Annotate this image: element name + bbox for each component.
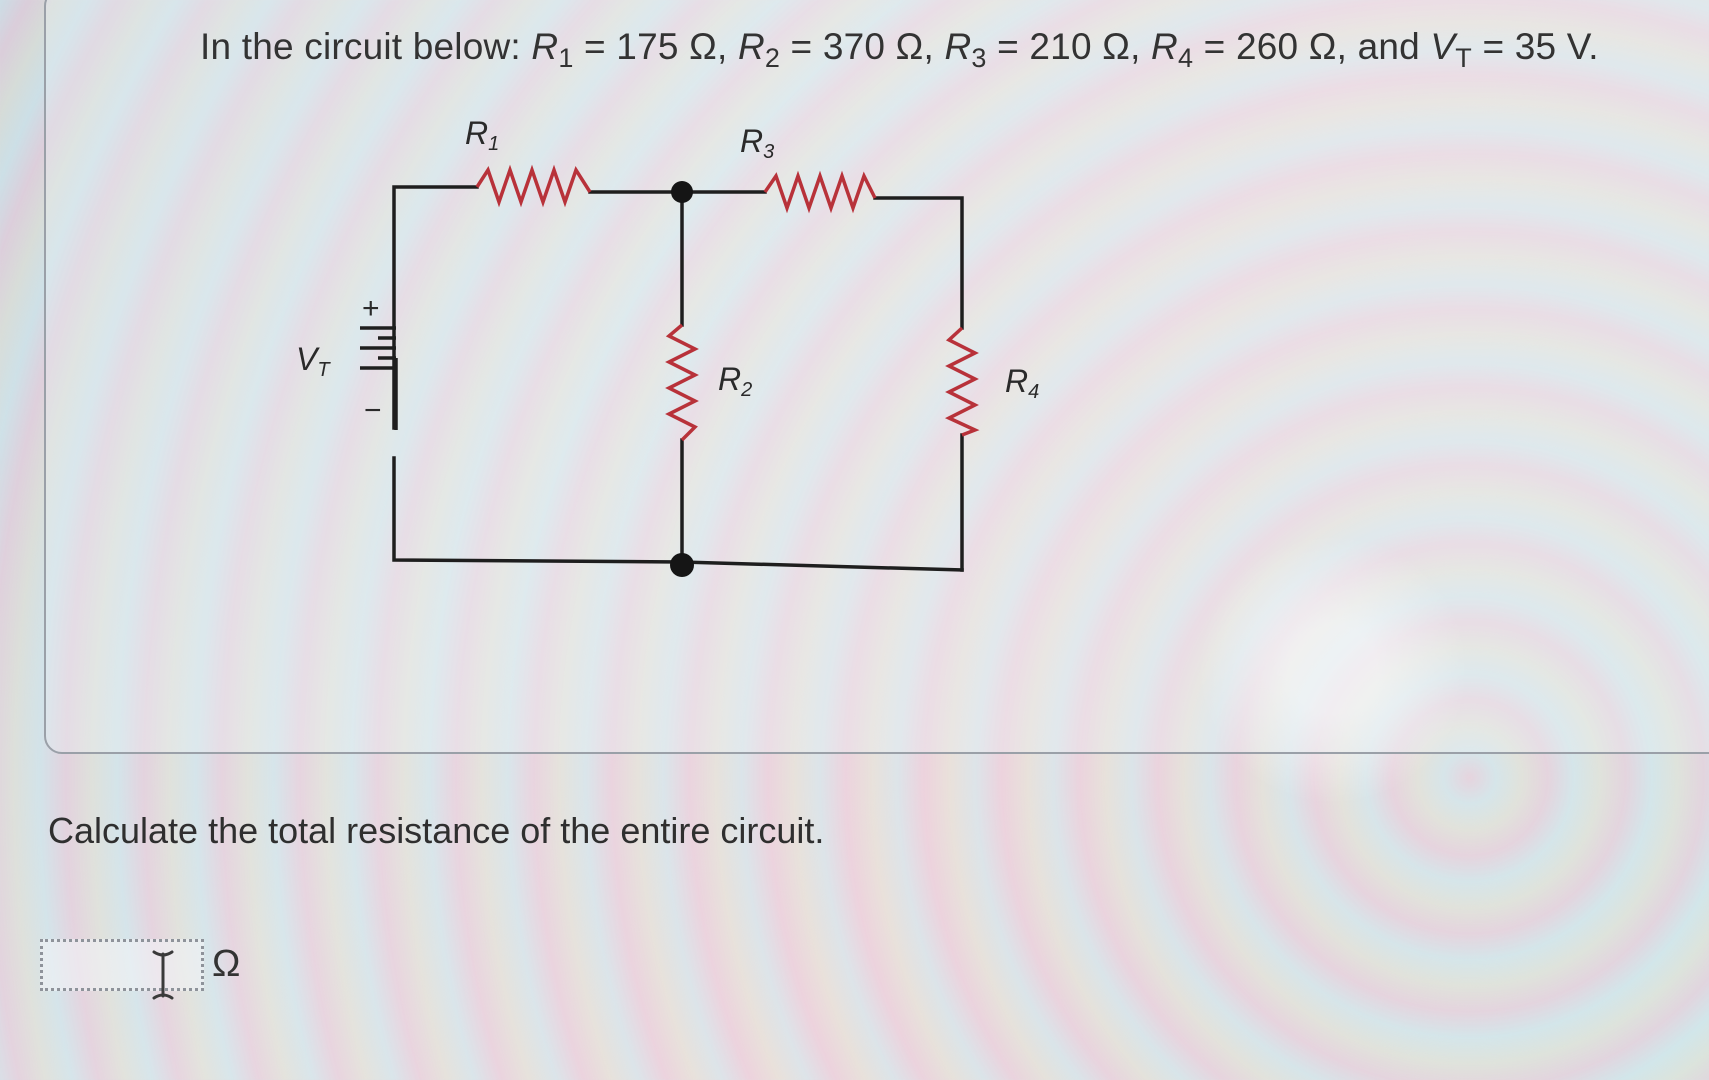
battery-plus-sign: + bbox=[362, 292, 380, 325]
statement-subscript: 4 bbox=[1177, 43, 1194, 73]
junction-node-bottom bbox=[670, 553, 694, 577]
statement-symbol: R bbox=[531, 26, 559, 67]
resistor-r2 bbox=[665, 323, 699, 442]
statement-symbol: R bbox=[944, 26, 972, 67]
resistor-r3 bbox=[763, 170, 877, 214]
circuit-values-statement: In the circuit below: R1 = 175 Ω, R2 = 3… bbox=[200, 26, 1599, 74]
statement-subscript: 1 bbox=[558, 43, 574, 73]
statement-subscript: T bbox=[1455, 43, 1472, 73]
statement-value: = 260 Ω, and bbox=[1193, 26, 1431, 67]
wire-left-top bbox=[392, 185, 479, 430]
statement-intro: In the circuit below: bbox=[200, 26, 532, 67]
label-vt: VT bbox=[296, 341, 331, 381]
resistor-r4 bbox=[944, 326, 980, 437]
wire-bottom bbox=[392, 456, 964, 572]
answer-input[interactable] bbox=[40, 939, 204, 991]
battery-symbol bbox=[360, 326, 398, 430]
label-r1: R1 bbox=[465, 115, 499, 155]
answer-unit-label: Ω bbox=[212, 943, 241, 985]
statement-symbol: V bbox=[1430, 26, 1456, 67]
statement-value: = 210 Ω, bbox=[986, 26, 1152, 67]
question-prompt: Calculate the total resistance of the en… bbox=[48, 810, 825, 851]
resistor-r1 bbox=[475, 164, 592, 208]
statement-value: = 370 Ω, bbox=[780, 26, 945, 67]
statement-subscript: 2 bbox=[764, 43, 781, 73]
circuit-diagram: R1 R3 R2 R4 VT + − bbox=[296, 115, 1039, 577]
wire-right-top bbox=[873, 196, 964, 330]
statement-symbol: R bbox=[1151, 26, 1178, 67]
label-r3: R3 bbox=[740, 123, 774, 163]
battery-minus-sign: − bbox=[364, 394, 382, 427]
statement-symbol: R bbox=[737, 26, 765, 67]
statement-subscript: 3 bbox=[971, 43, 987, 73]
question-panel: In the circuit below: R1 = 175 Ω, R2 = 3… bbox=[44, 0, 1709, 754]
label-r2: R2 bbox=[718, 361, 752, 401]
label-r4: R4 bbox=[1005, 363, 1039, 403]
junction-node-top bbox=[671, 181, 693, 203]
text-cursor-icon bbox=[152, 950, 174, 1000]
statement-value: = 35 V. bbox=[1471, 26, 1599, 67]
statement-value: = 175 Ω, bbox=[573, 26, 738, 67]
